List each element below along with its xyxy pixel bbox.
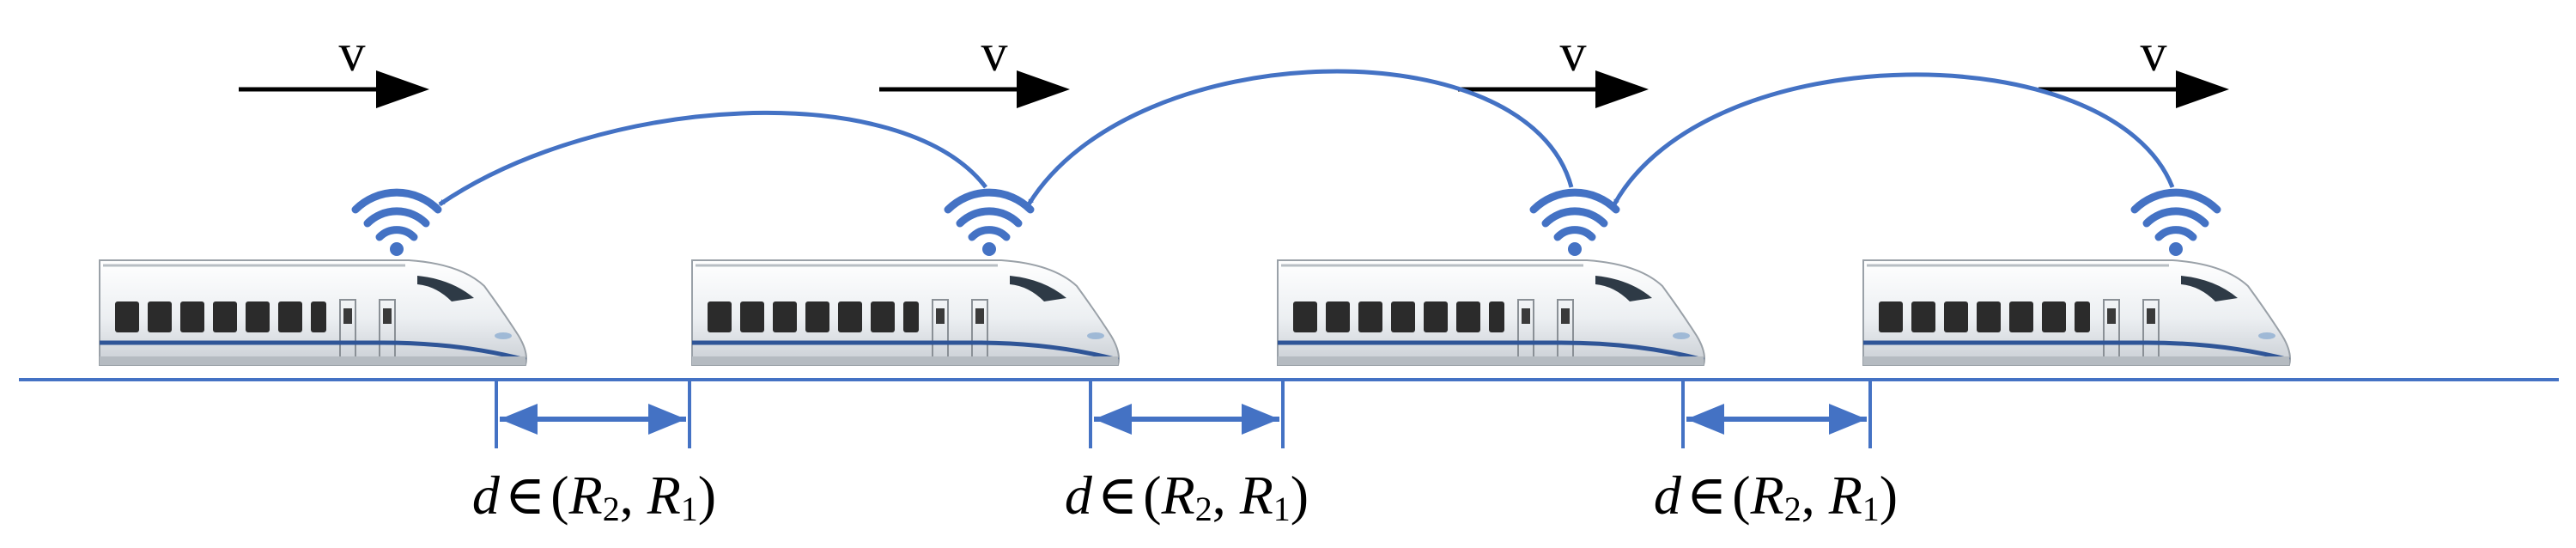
gap-marker bbox=[1089, 380, 1285, 448]
wifi-icon bbox=[355, 192, 438, 256]
gap-marker bbox=[495, 380, 691, 448]
wifi-icon bbox=[1534, 192, 1616, 256]
velocity-label: v bbox=[2141, 24, 2167, 82]
arrow-right-icon bbox=[879, 70, 1070, 108]
arrow-right-icon bbox=[2038, 70, 2229, 108]
train-icon bbox=[692, 260, 1119, 365]
velocity-label: v bbox=[981, 24, 1008, 82]
velocity-label: v bbox=[339, 24, 366, 82]
train-icon bbox=[1278, 260, 1704, 365]
velocity-label: v bbox=[1560, 24, 1587, 82]
communication-link-arrow bbox=[1612, 72, 2175, 206]
gap-distance-label: d∈(R2, R1) bbox=[1653, 465, 1899, 528]
train-icon bbox=[1863, 260, 2290, 365]
gap-marker bbox=[1681, 380, 1872, 448]
communication-link-arrow bbox=[1026, 69, 1574, 206]
arrow-right-icon bbox=[1458, 70, 1649, 108]
communication-link-arrow bbox=[438, 110, 987, 207]
gap-distance-label: d∈(R2, R1) bbox=[1064, 465, 1309, 528]
wifi-icon bbox=[2135, 192, 2217, 256]
gap-distance-label: d∈(R2, R1) bbox=[471, 465, 717, 528]
arrow-right-icon bbox=[239, 70, 429, 108]
train-icon bbox=[100, 260, 526, 365]
wifi-icon bbox=[948, 192, 1030, 256]
